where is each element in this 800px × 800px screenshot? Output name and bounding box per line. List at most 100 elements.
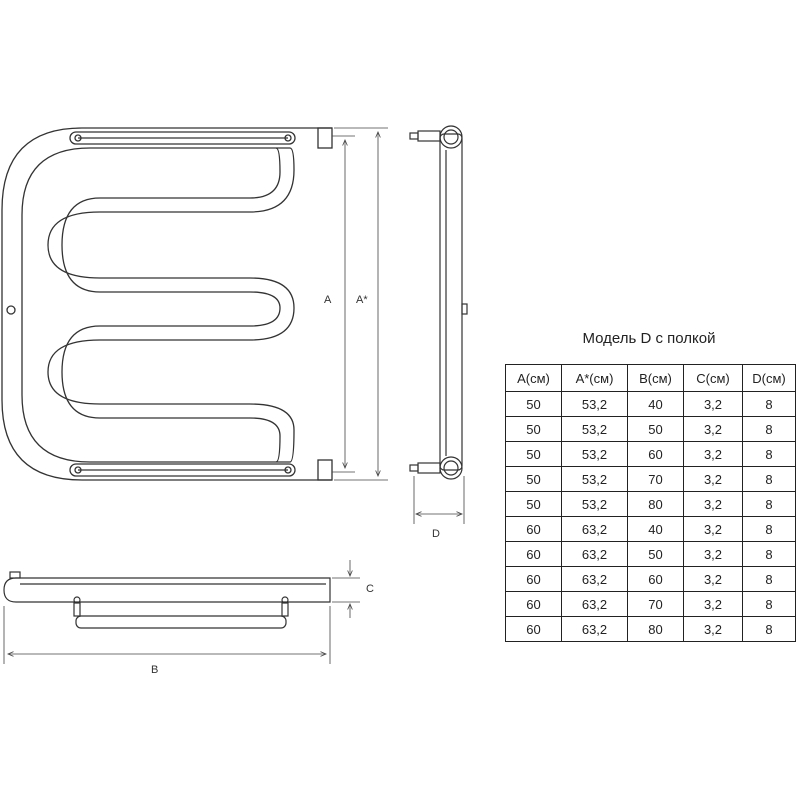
table-title: Модель D с полкой <box>582 330 716 347</box>
table-cell: 80 <box>627 616 684 642</box>
side-bottom-ring <box>439 456 463 480</box>
top-view-tube <box>3 577 331 603</box>
label-c: C <box>366 583 374 595</box>
table-cell: 3,2 <box>683 516 743 542</box>
table-cell: 63,2 <box>561 566 628 592</box>
table-cell: 70 <box>627 466 684 492</box>
table-cell: 53,2 <box>561 491 628 517</box>
table-cell: 53,2 <box>561 441 628 467</box>
label-a: A <box>324 294 332 306</box>
table-cell: 40 <box>627 516 684 542</box>
header-b: B(см) <box>627 364 684 392</box>
header-d: D(см) <box>742 364 796 392</box>
table-cell: 60 <box>505 541 562 567</box>
label-d: D <box>432 528 440 540</box>
side-bottom-fitting <box>417 462 441 474</box>
table-cell: 50 <box>505 391 562 417</box>
front-view <box>1 127 333 481</box>
mount-hole <box>6 305 16 315</box>
table-cell: 63,2 <box>561 591 628 617</box>
side-bracket <box>461 303 468 315</box>
table-cell: 60 <box>505 591 562 617</box>
bottom-shelf-bar <box>69 463 296 477</box>
header-c: C(см) <box>683 364 743 392</box>
top-view <box>3 571 331 629</box>
table-cell: 3,2 <box>683 616 743 642</box>
table-cell: 63,2 <box>561 616 628 642</box>
table-cell: 40 <box>627 391 684 417</box>
dimension-a <box>332 135 355 473</box>
label-b: B <box>151 664 159 676</box>
table-cell: 8 <box>742 441 796 467</box>
table-cell: 8 <box>742 466 796 492</box>
table-cell: 50 <box>505 491 562 517</box>
side-view <box>409 125 468 480</box>
table-cell: 80 <box>627 491 684 517</box>
top-shelf-bar <box>69 131 296 145</box>
inner-tube-outline <box>21 147 290 463</box>
table-cell: 60 <box>505 516 562 542</box>
table-cell: 8 <box>742 541 796 567</box>
bottom-connector <box>317 459 333 481</box>
table-cell: 53,2 <box>561 416 628 442</box>
table-cell: 53,2 <box>561 466 628 492</box>
header-a-star: A*(см) <box>561 364 628 392</box>
table-cell: 60 <box>627 441 684 467</box>
table-cell: 60 <box>505 616 562 642</box>
top-connector <box>317 127 333 149</box>
table-cell: 3,2 <box>683 541 743 567</box>
table-cell: 50 <box>505 416 562 442</box>
table-cell: 3,2 <box>683 491 743 517</box>
table-cell: 8 <box>742 416 796 442</box>
table-cell: 60 <box>627 566 684 592</box>
side-top-ring <box>439 125 463 149</box>
serpentine-tube-outer <box>47 147 295 463</box>
label-a-star: A* <box>356 294 368 306</box>
outer-tube-outline <box>1 127 332 481</box>
dimension-c <box>332 560 360 618</box>
table-cell: 8 <box>742 491 796 517</box>
table-cell: 63,2 <box>561 516 628 542</box>
table-cell: 3,2 <box>683 416 743 442</box>
table-cell: 8 <box>742 591 796 617</box>
table-cell: 60 <box>505 566 562 592</box>
header-a: A(см) <box>505 364 562 392</box>
dimension-b <box>3 606 331 664</box>
table-cell: 50 <box>505 441 562 467</box>
table-header-row: A(см) A*(см) B(см) C(см) D(см) <box>505 364 796 392</box>
table-cell: 3,2 <box>683 391 743 417</box>
table-cell: 8 <box>742 516 796 542</box>
table-cell: 8 <box>742 566 796 592</box>
side-top-fitting <box>417 130 441 142</box>
dimension-d <box>413 476 465 524</box>
table-cell: 70 <box>627 591 684 617</box>
side-tube <box>439 133 463 471</box>
table-cell: 63,2 <box>561 541 628 567</box>
table-cell: 8 <box>742 391 796 417</box>
table-cell: 53,2 <box>561 391 628 417</box>
table-cell: 50 <box>627 541 684 567</box>
top-view-shelf <box>75 615 287 629</box>
table-cell: 3,2 <box>683 566 743 592</box>
table-cell: 50 <box>505 466 562 492</box>
serpentine-tube-inner <box>61 147 281 463</box>
table-cell: 8 <box>742 616 796 642</box>
table-cell: 3,2 <box>683 591 743 617</box>
table-cell: 50 <box>627 416 684 442</box>
table-cell: 3,2 <box>683 441 743 467</box>
table-cell: 3,2 <box>683 466 743 492</box>
dimension-a-star <box>334 127 388 481</box>
